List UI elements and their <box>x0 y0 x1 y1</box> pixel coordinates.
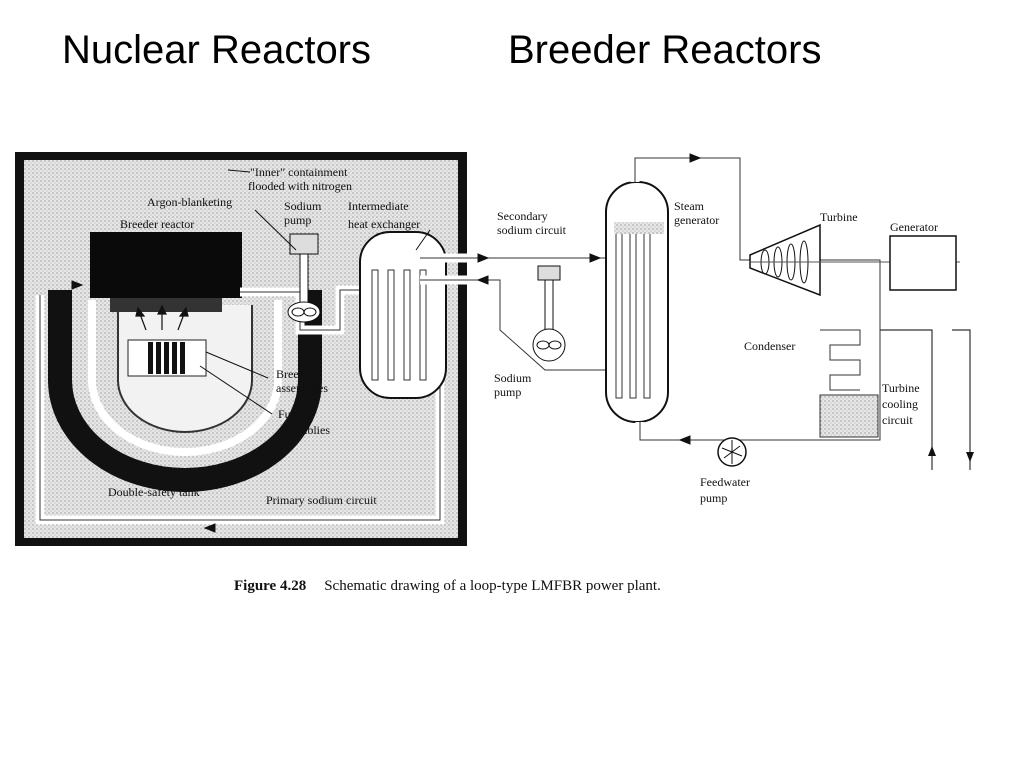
label-inner-containment-2: flooded with nitrogen <box>248 179 352 193</box>
label-turbine: Turbine <box>820 210 858 224</box>
label-steam-generator-2: generator <box>674 213 719 227</box>
figure-caption: Figure 4.28 Schematic drawing of a loop-t… <box>234 578 661 595</box>
flow-arrow-icon <box>203 523 216 533</box>
down-arrow-icon <box>966 452 974 462</box>
label-ihx: Intermediate <box>348 199 409 213</box>
label-feedwater-pump: Feedwater <box>700 475 750 489</box>
feedwater-pump <box>717 437 747 467</box>
flow-arrow-icon <box>477 253 490 263</box>
turbine <box>749 223 960 297</box>
label-breeder-assemblies-2: assemblies <box>276 381 328 395</box>
core-assemblies <box>127 339 207 377</box>
diagram-labels: "Inner" containment flooded with nitroge… <box>108 165 938 507</box>
condenser-coils <box>819 326 879 438</box>
label-turbine-cooling-3: circuit <box>882 413 913 427</box>
label-fuel-assemblies-2: assemblies <box>278 423 330 437</box>
label-turbine-cooling: Turbine <box>882 381 920 395</box>
label-double-safety-tank: Double-safety tank <box>108 485 200 499</box>
cooling-circuit <box>880 329 971 470</box>
leader-lines <box>199 169 431 415</box>
label-generator: Generator <box>890 220 938 234</box>
up-arrow-icon <box>928 446 936 456</box>
breeder-reactor-head <box>90 232 242 298</box>
label-sodium-pump-secondary-2: pump <box>494 385 521 399</box>
double-safety-tank <box>48 290 322 492</box>
flow-arrow-icon <box>476 275 489 285</box>
figure-number: Figure 4.28 <box>234 578 307 594</box>
generator <box>889 235 957 291</box>
label-inner-containment: "Inner" containment <box>250 165 348 179</box>
label-secondary-circuit-2: sodium circuit <box>497 223 567 237</box>
label-secondary-circuit: Secondary <box>497 209 548 223</box>
label-breeder-assemblies: Breeder <box>276 367 314 381</box>
label-steam-generator: Steam <box>674 199 705 213</box>
primary-sodium-pump <box>287 233 321 323</box>
label-turbine-cooling-2: cooling <box>882 397 918 411</box>
label-sodium-pump-2: pump <box>284 213 311 227</box>
flow-arrow-icon <box>678 435 691 445</box>
slide-title-right: Breeder Reactors <box>508 28 822 72</box>
label-feedwater-pump-2: pump <box>700 491 727 505</box>
label-ihx-2: heat exchanger <box>348 217 420 231</box>
label-breeder-reactor: Breeder reactor <box>120 217 194 231</box>
label-fuel-assemblies: Fuel <box>278 407 300 421</box>
label-condenser: Condenser <box>744 339 795 353</box>
label-sodium-pump: Sodium <box>284 199 322 213</box>
label-sodium-pump-secondary: Sodium <box>494 371 532 385</box>
secondary-sodium-pump <box>532 265 566 362</box>
flow-arrow-icon <box>71 280 84 290</box>
steam-generator <box>605 181 669 423</box>
slide-title-left: Nuclear Reactors <box>62 28 372 72</box>
flow-arrow-icon <box>589 253 602 263</box>
flow-arrow-icon <box>689 153 702 163</box>
label-primary-sodium-circuit: Primary sodium circuit <box>266 493 377 507</box>
figure-caption-text: Schematic drawing of a loop-type LMFBR p… <box>324 578 661 594</box>
label-argon-blanketing: Argon-blanketing <box>147 195 232 209</box>
intermediate-heat-exchanger <box>359 231 447 399</box>
